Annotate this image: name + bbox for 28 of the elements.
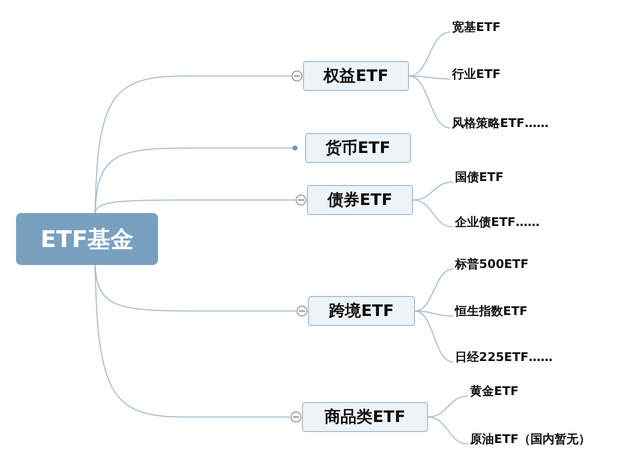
subtopic-label: 风格策略ETF…… xyxy=(450,114,570,132)
subtopic-label: 原油ETF（国内暂无） xyxy=(468,430,628,448)
connector-line xyxy=(94,264,290,418)
subtopic-label: 恒生指数ETF xyxy=(453,302,553,320)
subtopic-label: 企业债ETF…… xyxy=(453,213,563,231)
connector-line xyxy=(94,200,296,214)
connector-line xyxy=(428,416,468,444)
connector-line xyxy=(414,268,454,312)
connector-line xyxy=(408,32,450,76)
connector-line xyxy=(94,148,294,214)
connector-line xyxy=(94,264,296,312)
subtopic-label: 标普500ETF xyxy=(453,255,553,273)
connector-line xyxy=(414,310,454,362)
topic-box: 债券ETF xyxy=(307,185,413,215)
topic-box: 权益ETF xyxy=(303,61,409,91)
subtopic-label: 宽基ETF xyxy=(450,18,520,36)
subtopic-label: 日经225ETF…… xyxy=(453,348,573,366)
subtopic-label: 国债ETF xyxy=(453,168,523,186)
topic-box: 跨境ETF xyxy=(308,296,415,326)
root-topic-box: ETF基金 xyxy=(16,213,158,265)
connector-line xyxy=(412,200,454,228)
subtopic-label: 行业ETF xyxy=(450,65,520,83)
connector-line xyxy=(408,76,450,128)
connector-line xyxy=(414,310,454,316)
topic-box: 货币ETF xyxy=(305,133,411,163)
connector-line xyxy=(408,76,450,80)
topic-box: 商品类ETF xyxy=(302,402,428,432)
subtopic-label: 黄金ETF xyxy=(468,382,538,400)
